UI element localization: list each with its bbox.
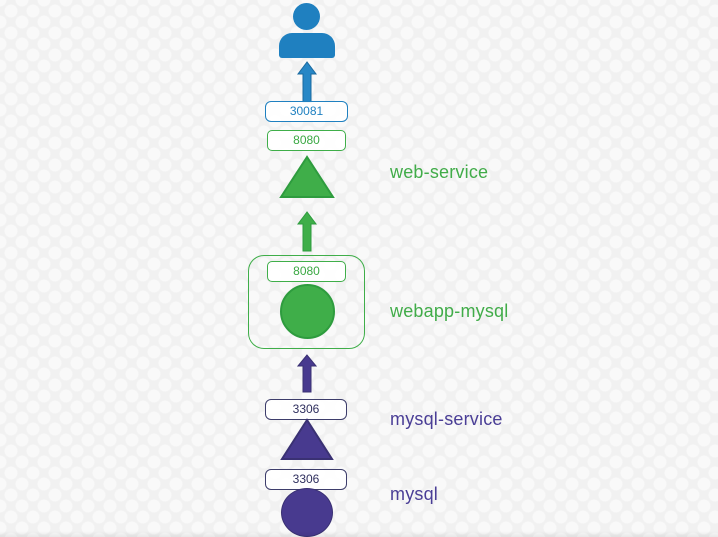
web-service-port-box: 8080 <box>267 130 346 151</box>
up-arrow-purple-icon <box>297 354 317 393</box>
up-arrow-blue-icon <box>297 61 317 103</box>
nodeport-value: 30081 <box>289 104 324 118</box>
webapp-pod-circle <box>280 284 335 339</box>
user-icon <box>293 3 320 30</box>
webapp-pod-port-value: 8080 <box>293 264 320 278</box>
webapp-mysql-label: webapp-mysql <box>390 301 509 321</box>
mysql-pod-port-box: 3306 <box>265 469 347 490</box>
webapp-pod-port-box: 8080 <box>267 261 346 282</box>
webapp-pod-group-box <box>248 255 365 349</box>
up-arrow-green-icon <box>297 211 317 252</box>
user-icon-body <box>279 33 335 58</box>
nodeport-box: 30081 <box>265 101 348 122</box>
mysql-pod-circle <box>281 488 333 537</box>
mysql-label: mysql <box>390 484 439 504</box>
mysql-service-label: mysql-service <box>390 409 503 429</box>
web-service-port-value: 8080 <box>293 133 320 147</box>
mysql-service-triangle <box>280 418 334 460</box>
mysql-service-port-box: 3306 <box>265 399 347 420</box>
web-service-label: web-service <box>390 162 489 182</box>
web-service-triangle <box>279 155 335 198</box>
mysql-service-port-value: 3306 <box>292 402 320 416</box>
mysql-pod-port-value: 3306 <box>292 472 320 486</box>
